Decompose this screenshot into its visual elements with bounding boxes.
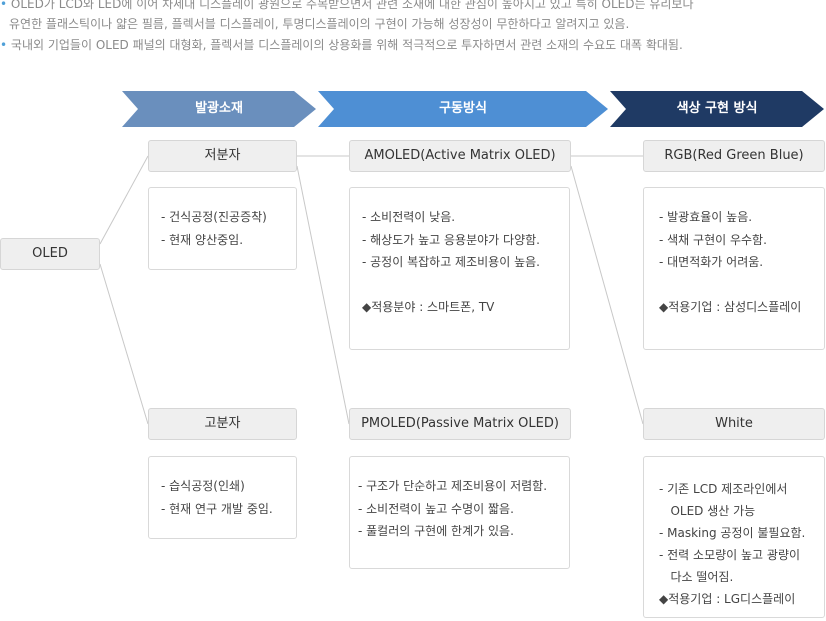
- color-detail-white: - 기존 LCD 제조라인에서 OLED 생산 가능 - Masking 공정이…: [643, 456, 825, 618]
- bullet-dot: •: [0, 0, 8, 11]
- color-header-white: White: [643, 408, 825, 440]
- material-detail-low: - 건식공정(진공증착) - 현재 양산중임.: [148, 187, 297, 270]
- root-node-oled: OLED: [0, 238, 100, 270]
- material-label: 고분자: [204, 416, 241, 431]
- drive-label: AMOLED(Active Matrix OLED): [364, 148, 556, 163]
- detail-line: - 현재 연구 개발 중임.: [161, 501, 273, 516]
- detail-line: - 구조가 단순하고 제조비용이 저렴함.: [358, 479, 548, 493]
- detail-line: OLED 생산 가능: [659, 504, 756, 518]
- detail-spacer: [362, 274, 563, 297]
- intro-line-1: • OLED가 LCD와 LED에 이어 차세대 디스플레이 광원으로 주목받으…: [0, 0, 694, 12]
- detail-line: - Masking 공정이 불필요함.: [659, 526, 806, 540]
- detail-line: - 해상도가 높고 응용분야가 다양함.: [362, 232, 540, 247]
- detail-spacer: [659, 274, 818, 297]
- detail-line: ◆적용기업 : 삼성디스플레이: [659, 300, 802, 314]
- category-label: 발광소재: [195, 101, 243, 116]
- detail-line: - 발광효율이 높음.: [659, 210, 753, 224]
- connector-amoled-white: [570, 165, 644, 425]
- connector-low-pmoled: [296, 165, 350, 425]
- category-label: 색상 구현 방식: [676, 101, 758, 116]
- connector-oled-high: [99, 263, 149, 425]
- category-arrow-color: 색상 구현 방식: [610, 91, 824, 127]
- intro-line-2: 유연한 플래스틱이나 얇은 필름, 플렉서블 디스플레이, 투명디스플레이의 구…: [9, 16, 629, 32]
- detail-line: ◆적용분야 : 스마트폰, TV: [362, 300, 495, 314]
- drive-label: PMOLED(Passive Matrix OLED): [361, 416, 559, 431]
- detail-line: - 소비전력이 높고 수명이 짧음.: [358, 501, 514, 516]
- color-label: RGB(Red Green Blue): [664, 148, 804, 163]
- intro-text: 국내외 기업들이 OLED 패널의 대형화, 플렉서블 디스플레이의 상용화를 …: [10, 38, 683, 52]
- material-header-low: 저분자: [148, 140, 297, 172]
- drive-header-amoled: AMOLED(Active Matrix OLED): [349, 140, 571, 172]
- detail-line: - 전력 소모량이 높고 광량이: [659, 548, 801, 562]
- material-header-high: 고분자: [148, 408, 297, 440]
- detail-line: ◆적용기업 : LG디스플레이: [659, 592, 796, 606]
- intro-line-3: • 국내외 기업들이 OLED 패널의 대형화, 플렉서블 디스플레이의 상용화…: [0, 37, 683, 53]
- detail-line: - 건식공정(진공증착): [161, 210, 267, 224]
- color-header-rgb: RGB(Red Green Blue): [643, 140, 825, 172]
- category-arrow-material: 발광소재: [122, 91, 316, 127]
- detail-line: - 습식공정(인쇄): [161, 479, 245, 493]
- bullet-dot: •: [0, 38, 8, 52]
- detail-line: 다소 떨어짐.: [659, 570, 734, 584]
- intro-text: OLED가 LCD와 LED에 이어 차세대 디스플레이 광원으로 주목받으면서…: [10, 0, 694, 11]
- material-detail-high: - 습식공정(인쇄) - 현재 연구 개발 중임.: [148, 456, 297, 539]
- intro-text: 유연한 플래스틱이나 얇은 필름, 플렉서블 디스플레이, 투명디스플레이의 구…: [9, 17, 630, 31]
- drive-header-pmoled: PMOLED(Passive Matrix OLED): [349, 408, 571, 440]
- color-label: White: [715, 416, 753, 431]
- root-label: OLED: [32, 246, 68, 261]
- connector-oled-low: [99, 155, 149, 245]
- material-label: 저분자: [204, 148, 241, 163]
- color-detail-rgb: - 발광효율이 높음. - 색채 구현이 우수함. - 대면적화가 어려움. ◆…: [643, 187, 825, 350]
- detail-line: - 풀컬러의 구현에 한계가 있음.: [358, 524, 514, 538]
- detail-line: - 공정이 복잡하고 제조비용이 높음.: [362, 255, 540, 269]
- detail-line: - 대면적화가 어려움.: [659, 255, 764, 269]
- detail-line: - 색채 구현이 우수함.: [659, 232, 767, 247]
- drive-detail-pmoled: - 구조가 단순하고 제조비용이 저렴함. - 소비전력이 높고 수명이 짧음.…: [349, 456, 570, 569]
- drive-detail-amoled: - 소비전력이 낮음. - 해상도가 높고 응용분야가 다양함. - 공정이 복…: [349, 187, 570, 350]
- detail-line: - 소비전력이 낮음.: [362, 210, 456, 224]
- category-arrow-drive: 구동방식: [318, 91, 608, 127]
- detail-line: - 기존 LCD 제조라인에서: [659, 482, 788, 496]
- detail-line: - 현재 양산중임.: [161, 232, 244, 247]
- category-label: 구동방식: [439, 101, 487, 116]
